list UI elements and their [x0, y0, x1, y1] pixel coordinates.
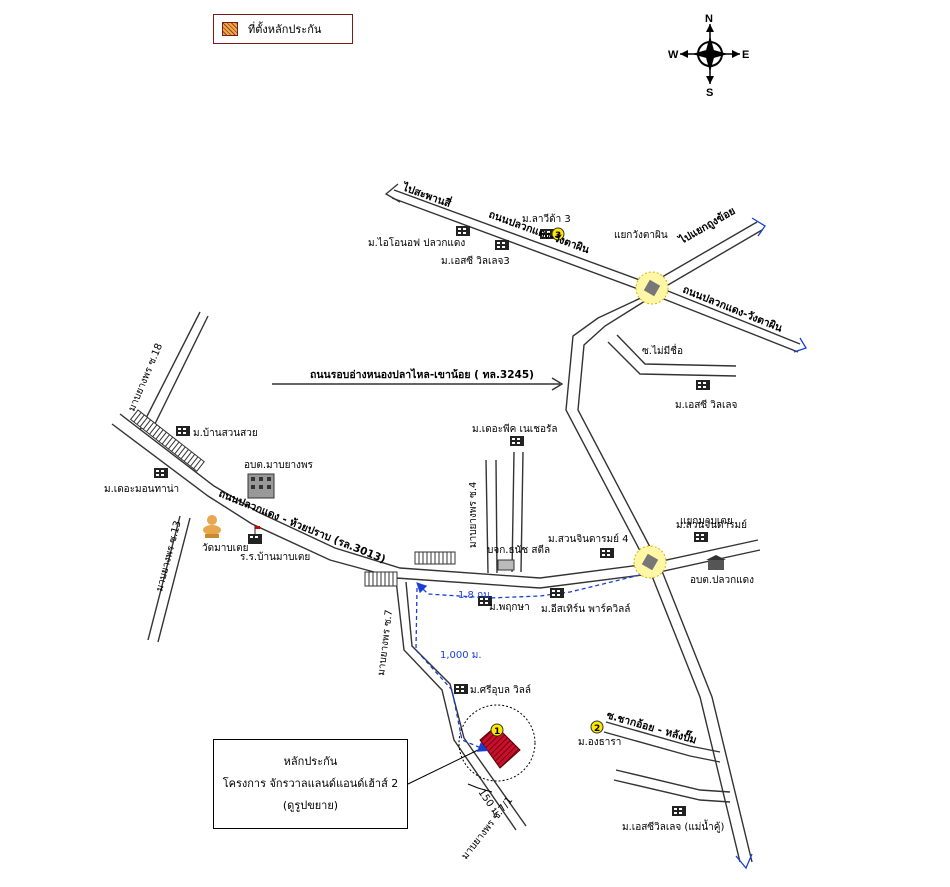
label-esc-3: ม.เอสซี วิลเลจ3 — [441, 255, 510, 267]
label-school: ร.ร.บ้านมาบเตย — [240, 551, 310, 563]
temple-icon — [203, 515, 221, 538]
label-distance-2: 1,000 ม. — [440, 650, 482, 661]
compass-icon: N S E W — [668, 13, 749, 99]
road-to-kaeng-khoi-b — [655, 229, 763, 293]
label-soi-4: มาบยางพร ซ.4 — [468, 482, 479, 548]
label-soi-mai-mi-chue: ซ.ไม่มีชื่อ — [642, 343, 683, 357]
factory-icon — [497, 559, 515, 571]
roads-layer — [111, 189, 801, 863]
marker-2: 2 — [590, 720, 604, 734]
label-bypass: ถนนรอบอ่างหนองปลาไหล-เขาน้อย ( ทล.3245) — [310, 368, 534, 381]
compass-e: E — [742, 49, 749, 61]
building-icon — [550, 588, 564, 598]
label-laviva: ม.ลาวีด้า 3 — [522, 213, 571, 225]
label-yaek-map-toei: แยกมาบเตย — [680, 516, 733, 527]
building-icon — [176, 426, 190, 436]
label-suan-chindarom: ม.สวนจินดารมย์ — [676, 519, 747, 531]
label-plak-daeng-wang-tan-2: ถนนปลวกแดง-วังตาผิน — [681, 284, 785, 335]
building-icon — [495, 240, 509, 250]
label-to-saphan-si: ไปสะพานสี่ — [400, 178, 454, 210]
label-sri-ubon: ม.ศรีอุบล วิลล์ — [470, 684, 531, 696]
label-phruksa: ม.พฤกษา — [489, 602, 530, 613]
label-soi-7: มาบยางพร ซ.7 — [376, 609, 395, 676]
label-wat-map-toei: วัดมาบเตย — [202, 543, 248, 554]
label-the-mountain: ม.เดอะมอนทาน่า — [104, 484, 179, 495]
legend-label: ที่ตั้งหลักประกัน — [248, 23, 322, 36]
building-icon — [540, 229, 554, 239]
label-esc-village: ม.เอสซี วิลเลจ — [675, 399, 738, 411]
road-huai-prap-a — [119, 413, 759, 579]
legend: ที่ตั้งหลักประกัน — [213, 14, 353, 44]
svg-text:1: 1 — [494, 727, 500, 737]
compass-n: N — [705, 13, 713, 25]
building-icon — [672, 806, 686, 816]
building-icon — [696, 380, 710, 390]
collateral-swatch-icon — [222, 22, 238, 36]
building-icon — [600, 548, 614, 558]
road-to-kaeng-khoi-a — [649, 221, 758, 285]
collateral-title: หลักประกัน — [283, 755, 338, 768]
label-esc-mae-nam-khu: ม.เอสซีวิลเลจ (แม่น้ำคู้) — [622, 819, 724, 833]
road-plak-daeng-wang-tan-a — [393, 189, 801, 345]
label-yaek-wang-tan: แยกวังตาผิน — [614, 230, 668, 241]
label-peak-natural: ม.เดอะพีค เนเชอรัล — [472, 423, 557, 435]
collateral-callout: หลักประกัน โครงการ จักรวาลแลนด์แอนด์เฮ้า… — [213, 739, 408, 829]
govt-office-icon — [706, 555, 726, 570]
label-island: ม.ไอโอนอฟ ปลวกแดง — [368, 236, 465, 249]
label-ongthara: ม.องธารา — [578, 737, 621, 748]
label-eastern-park: ม.อีสเทิร์น พาร์ควิลล์ — [541, 603, 630, 615]
road-plak-daeng-wang-tan-b — [391, 197, 799, 353]
building-icon — [454, 684, 468, 694]
svg-text:2: 2 — [594, 724, 600, 734]
label-ban-suan-suai: ม.บ้านสวนสวย — [193, 427, 258, 439]
collateral-note: (ดูรูปขยาย) — [282, 799, 339, 812]
compass-w: W — [668, 49, 679, 61]
label-obt-map-yang-phon: อบต.มาบยางพร — [244, 460, 314, 471]
label-soi-18: มาบยางพร ซ.18 — [127, 342, 166, 413]
label-soi-13: มาบยางพร ซ.13 — [154, 520, 183, 593]
collateral-project: โครงการ จักรวาลแลนด์แอนด์เฮ้าส์ 2 — [222, 777, 399, 790]
label-bjk-steel: บจก.ธนัช สตีล — [487, 544, 550, 556]
marker-3: 3 — [551, 227, 565, 241]
marker-1: 1 — [490, 723, 504, 737]
label-obt-plak-daeng: อบต.ปลวกแดง — [690, 575, 754, 586]
label-to-kaeng-khoi: ไปแยกถูงข้อย — [676, 204, 738, 248]
road-main-ns-b — [577, 295, 753, 863]
svg-text:3: 3 — [555, 231, 561, 241]
building-icon — [478, 596, 492, 606]
label-suan-chindarom-4: ม.สวนจินดารมย์ 4 — [548, 533, 629, 545]
building-icon — [510, 436, 524, 446]
compass-s: S — [706, 87, 713, 99]
building-icon — [456, 226, 470, 236]
school-icon — [248, 526, 262, 544]
road-main-ns-a — [565, 295, 741, 863]
crossings-layer — [129, 409, 456, 587]
building-icon — [154, 468, 168, 478]
label-distance-1: 1.8 กม. — [458, 590, 493, 601]
road-huai-prap-b — [111, 423, 761, 589]
building-icon — [694, 532, 708, 542]
office-icon — [247, 473, 275, 499]
